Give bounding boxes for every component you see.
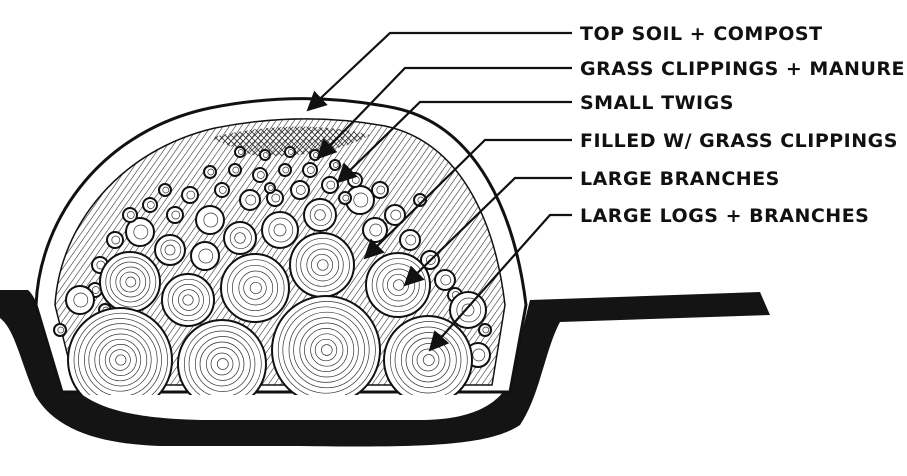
large-branch bbox=[365, 252, 431, 318]
label-top-soil-compost: TOP SOIL + COMPOST bbox=[580, 23, 823, 45]
small-twig bbox=[284, 146, 296, 158]
leader-filled-grass bbox=[363, 138, 572, 260]
small-twig bbox=[223, 221, 257, 255]
small-twig bbox=[166, 206, 184, 224]
small-twig bbox=[302, 162, 318, 178]
small-twig bbox=[434, 269, 456, 291]
label-large-logs-branches: LARGE LOGS + BRANCHES bbox=[580, 205, 869, 227]
small-twig bbox=[261, 211, 299, 249]
leader-top-soil bbox=[306, 31, 572, 112]
small-twig bbox=[214, 182, 230, 198]
leader-small-twigs bbox=[336, 100, 572, 184]
large-log bbox=[271, 295, 381, 395]
leader-lines bbox=[306, 31, 572, 352]
small-twig bbox=[203, 165, 217, 179]
large-branch bbox=[289, 232, 355, 298]
label-large-branches: LARGE BRANCHES bbox=[580, 168, 780, 190]
large-branch bbox=[220, 253, 290, 323]
small-twig bbox=[309, 149, 321, 161]
small-twig bbox=[158, 183, 172, 197]
small-twig bbox=[239, 189, 261, 211]
small-twig bbox=[195, 205, 225, 235]
label-small-twigs: SMALL TWIGS bbox=[580, 92, 734, 114]
small-twig bbox=[371, 181, 389, 199]
small-twig bbox=[384, 204, 406, 226]
label-filled-grass-clippings: FILLED W/ GRASS CLIPPINGS bbox=[580, 130, 898, 152]
small-twig bbox=[190, 241, 220, 271]
small-twig bbox=[154, 234, 186, 266]
small-twig bbox=[53, 323, 67, 337]
small-twig bbox=[125, 217, 155, 247]
small-twig bbox=[122, 207, 138, 223]
large-logs-group bbox=[67, 295, 473, 395]
small-twig bbox=[290, 180, 310, 200]
large-branch bbox=[65, 285, 95, 315]
leader-large-branches bbox=[403, 176, 572, 287]
small-twig bbox=[252, 167, 268, 183]
large-log bbox=[177, 319, 267, 395]
leader-large-logs bbox=[428, 213, 572, 352]
small-twig bbox=[278, 163, 292, 177]
small-twig bbox=[338, 191, 352, 205]
small-twig bbox=[142, 197, 158, 213]
leader-grass-manure bbox=[316, 66, 572, 160]
large-branch bbox=[99, 251, 161, 313]
small-twig bbox=[234, 146, 246, 158]
small-twig bbox=[347, 172, 363, 188]
small-twig bbox=[106, 231, 124, 249]
label-grass-clippings-manure: GRASS CLIPPINGS + MANURE bbox=[580, 58, 905, 80]
small-twig bbox=[228, 163, 242, 177]
small-twig bbox=[329, 159, 341, 171]
small-twig bbox=[266, 189, 284, 207]
ground-trench bbox=[0, 290, 770, 447]
large-log bbox=[383, 315, 473, 395]
large-branch bbox=[161, 273, 215, 327]
small-twig bbox=[259, 149, 271, 161]
small-twig bbox=[478, 323, 492, 337]
large-log bbox=[67, 307, 173, 395]
small-twig bbox=[264, 182, 276, 194]
small-twig bbox=[303, 198, 337, 232]
small-twig bbox=[321, 176, 339, 194]
small-twig bbox=[399, 229, 421, 251]
small-twig bbox=[181, 186, 199, 204]
